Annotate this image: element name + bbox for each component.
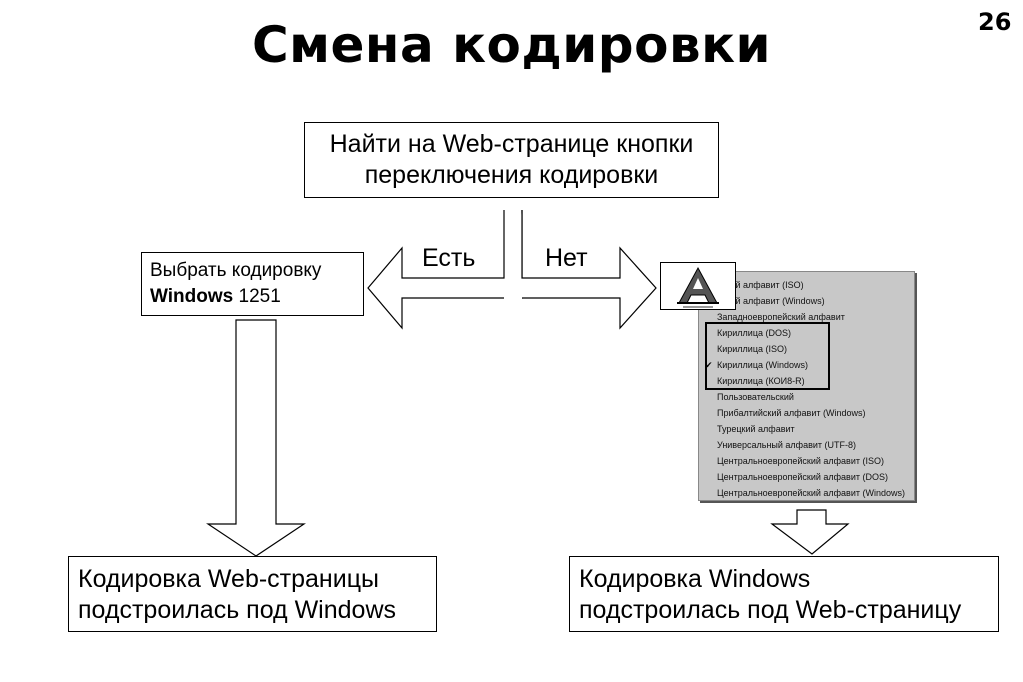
menu-item-selected[interactable]: Кириллица (Windows) [717, 360, 808, 370]
menu-item[interactable]: Пользовательский [717, 392, 794, 402]
codepage-number: 1251 [233, 286, 281, 307]
find-buttons-line1: Найти на Web-странице кнопки [329, 130, 694, 158]
menu-item[interactable]: еский алфавит (ISO) [717, 280, 804, 290]
result-windows-box: Кодировка Windows подстроилась под Web-с… [569, 556, 999, 632]
label-yes: Есть [422, 244, 476, 272]
choose-encoding-line2: Windows 1251 [150, 284, 355, 310]
menu-item[interactable]: Центральноевропейский алфавит (Windows) [717, 488, 905, 498]
result-right-line1: Кодировка Windows [579, 565, 811, 593]
result-left-line1: Кодировка Web-страницы [78, 565, 379, 593]
menu-item[interactable]: Кириллица (КОИ8-R) [717, 376, 805, 386]
split-arrow-right [504, 210, 657, 330]
find-buttons-box: Найти на Web-странице кнопки переключени… [304, 122, 719, 198]
encoding-button[interactable] [660, 262, 736, 310]
menu-item[interactable]: Турецкий алфавит [717, 424, 795, 434]
page-number: 26 [978, 8, 1012, 36]
label-no: Нет [545, 244, 588, 272]
menu-item[interactable]: Центральноевропейский алфавит (ISO) [717, 456, 884, 466]
down-arrow-left [206, 319, 306, 557]
encoding-a-icon [677, 266, 719, 308]
menu-item[interactable]: Прибалтийский алфавит (Windows) [717, 408, 866, 418]
menu-item[interactable]: Западноевропейский алфавит [717, 312, 845, 322]
cyrillic-group-highlight [705, 322, 830, 390]
menu-item[interactable]: еский алфавит (Windows) [717, 296, 825, 306]
split-arrow-left [367, 210, 523, 330]
menu-item[interactable]: Кириллица (ISO) [717, 344, 787, 354]
slide-title: Смена кодировки [251, 16, 772, 74]
menu-item[interactable]: Центральноевропейский алфавит (DOS) [717, 472, 888, 482]
menu-item[interactable]: Универсальный алфавит (UTF-8) [717, 440, 857, 450]
choose-encoding-box: Выбрать кодировку Windows 1251 [141, 252, 364, 316]
choose-encoding-line1: Выбрать кодировку [150, 260, 322, 281]
find-buttons-line2: переключения кодировки [364, 161, 659, 189]
down-arrow-right [770, 509, 850, 555]
result-right-line2: подстроилась под Web-страницу [579, 596, 962, 624]
result-web-page-box: Кодировка Web-страницы подстроилась под … [68, 556, 437, 632]
result-left-line2: подстроилась под Windows [78, 596, 397, 624]
menu-item[interactable]: Кириллица (DOS) [717, 328, 791, 338]
windows-bold: Windows [150, 286, 234, 307]
check-icon: ✔ [705, 360, 713, 370]
